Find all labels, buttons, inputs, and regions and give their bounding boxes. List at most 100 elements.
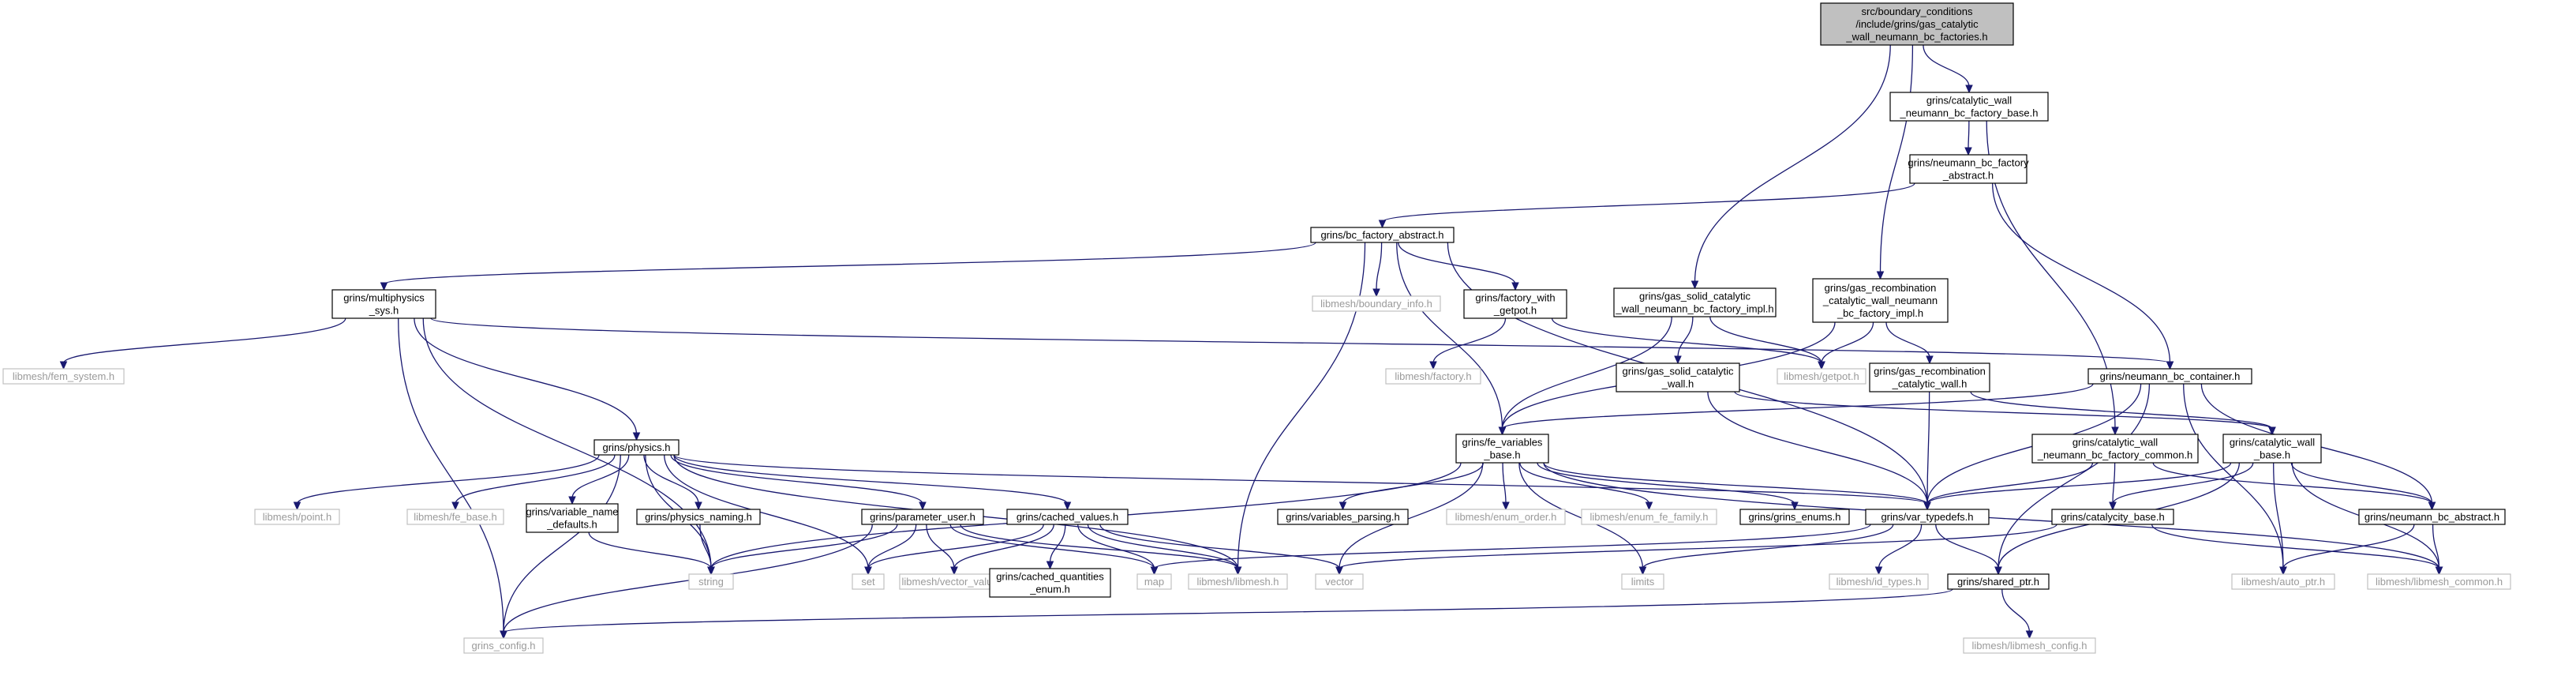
node-box-fevb: [1455, 434, 1549, 464]
node-label-enum_fe_family: libmesh/enum_fe_family.h: [1589, 511, 1708, 523]
node-box-nbca: [2358, 509, 2506, 525]
arrowhead-var_typedefs-to-limits: [1638, 566, 1647, 576]
edge-param_user-to-vector_value: [926, 524, 955, 569]
arrowhead-nbca-to-libmesh_common: [2435, 566, 2443, 576]
edge-catalycity_base-to-libmesh_common: [2151, 524, 2440, 569]
edge-gscw_impl-to-getpot: [1709, 316, 1822, 364]
edge-cached_values-to-map: [1077, 524, 1155, 569]
node-gscw_impl[interactable]: grins/gas_solid_catalytic_wall_neumann_b…: [1613, 287, 1777, 317]
node-box-nbfa: [1909, 154, 2027, 184]
node-cwnbfb[interactable]: grins/catalytic_wall_neumann_bc_factory_…: [1889, 92, 2049, 122]
arrowhead-cwnbfb-to-cwnbfc: [2111, 426, 2119, 436]
arrowhead-grcw-to-cwb: [2268, 426, 2276, 436]
node-nbfa[interactable]: grins/neumann_bc_factory_abstract.h: [1908, 154, 2029, 184]
node-box-libmesh_common: [2367, 573, 2511, 590]
edge-cwb-to-var_typedefs: [1926, 462, 2232, 505]
node-param_user[interactable]: grins/parameter_user.h: [861, 509, 984, 525]
edge-fwg-to-lfactory: [1432, 317, 1507, 364]
edge-physics-to-var_typedefs: [673, 454, 1928, 505]
node-box-fwg: [1463, 289, 1567, 319]
node-bcfa[interactable]: grins/bc_factory_abstract.h: [1310, 227, 1455, 243]
node-cached_values[interactable]: grins/cached_values.h: [1006, 509, 1129, 525]
node-label-lfactory: libmesh/factory.h: [1395, 370, 1471, 382]
node-label-libmesh_config: libmesh/libmesh_config.h: [1972, 640, 2087, 652]
node-libmesh: libmesh/libmesh.h: [1188, 573, 1288, 590]
node-lfactory: libmesh/factory.h: [1385, 368, 1481, 385]
node-vnd[interactable]: grins/variable_name_defaults.h: [526, 503, 619, 533]
edge-param_user-to-grins_config: [503, 524, 873, 633]
node-fem_system: libmesh/fem_system.h: [2, 368, 125, 385]
node-fevb[interactable]: grins/fe_variables_base.h: [1455, 434, 1549, 464]
node-label-gscw: _wall.h: [1661, 377, 1694, 389]
node-label-grcw: _catalytic_wall.h: [1892, 377, 1968, 389]
node-shared_ptr[interactable]: grins/shared_ptr.h: [1947, 573, 2050, 590]
node-label-libmesh_common: libmesh/libmesh_common.h: [2376, 576, 2503, 588]
edge-physics-to-grins_config: [503, 454, 621, 633]
arrowhead-catalycity_base-to-vector: [1335, 566, 1343, 576]
edge-gscw-to-cwb: [1734, 391, 2273, 430]
edge-fevb-to-libmesh_common: [1543, 462, 2440, 569]
node-physics[interactable]: grins/physics.h: [593, 439, 680, 456]
node-label-param_user: grins/parameter_user.h: [870, 511, 975, 523]
edge-fwg-to-getpot: [1551, 317, 1822, 364]
node-box-string: [688, 573, 734, 590]
arrowhead-root-to-grcw_impl: [1876, 271, 1885, 280]
edge-multiphys-to-physics: [414, 317, 638, 435]
node-label-nbca: grins/neumann_bc_abstract.h: [2364, 511, 2499, 523]
node-root[interactable]: src/boundary_conditions/include/grins/ga…: [1820, 2, 2014, 46]
edge-cwnbfc-to-catalycity_base: [2112, 462, 2116, 505]
node-label-shared_ptr: grins/shared_ptr.h: [1957, 576, 2039, 588]
node-var_typedefs[interactable]: grins/var_typedefs.h: [1865, 509, 1990, 525]
node-label-grcw_impl: _catalytic_wall_neumann: [1822, 295, 1938, 306]
edge-var_typedefs-to-id_types: [1878, 524, 1923, 569]
arrowhead-multiphys-to-physics: [632, 432, 641, 441]
node-label-gscw_impl: grins/gas_solid_catalytic: [1639, 290, 1750, 302]
node-box-libmesh_config: [1963, 637, 2096, 654]
node-label-fevb: _base.h: [1483, 449, 1520, 460]
node-label-vnd: grins/variable_name: [526, 505, 618, 517]
node-gscw[interactable]: grins/gas_solid_catalytic_wall.h: [1616, 362, 1740, 392]
node-phys_naming[interactable]: grins/physics_naming.h: [636, 509, 761, 525]
node-label-set: set: [861, 576, 875, 588]
node-label-fem_system: libmesh/fem_system.h: [13, 370, 114, 382]
node-catalycity_base[interactable]: grins/catalycity_base.h: [2051, 509, 2174, 525]
node-label-cqe: grins/cached_quantities: [996, 570, 1104, 582]
node-box-libmesh: [1188, 573, 1288, 590]
edge-physics-to-phys_naming: [643, 454, 699, 505]
node-label-cwnbfc: grins/catalytic_wall: [2072, 436, 2158, 448]
node-cwnbfc[interactable]: grins/catalytic_wall_neumann_bc_factory_…: [2031, 434, 2199, 464]
node-label-cwb: _base.h: [2253, 449, 2290, 460]
node-box-cwnbfb: [1889, 92, 2049, 122]
node-var_parsing[interactable]: grins/variables_parsing.h: [1277, 509, 1409, 525]
node-cwb[interactable]: grins/catalytic_wall_base.h: [2222, 434, 2322, 464]
node-grcw_impl[interactable]: grins/gas_recombination_catalytic_wall_n…: [1812, 278, 1949, 323]
node-label-cwnbfb: grins/catalytic_wall: [1926, 94, 2012, 106]
arrowhead-grcw_impl-to-grcw: [1926, 355, 1934, 365]
arrowhead-nbfa-to-bcfa: [1378, 220, 1387, 229]
node-nbca[interactable]: grins/neumann_bc_abstract.h: [2358, 509, 2506, 525]
node-box-enum_order: [1446, 509, 1566, 525]
node-point: libmesh/point.h: [254, 509, 340, 525]
node-limits: limits: [1621, 573, 1664, 590]
node-label-limits: limits: [1631, 576, 1655, 588]
node-multiphys[interactable]: grins/multiphysics_sys.h: [331, 289, 436, 319]
node-fwg[interactable]: grins/factory_with_getpot.h: [1463, 289, 1567, 319]
node-box-cached_values: [1006, 509, 1129, 525]
node-grcw[interactable]: grins/gas_recombination_catalytic_wall.h: [1869, 362, 1990, 392]
node-label-map: map: [1144, 576, 1164, 588]
node-label-var_typedefs: grins/var_typedefs.h: [1881, 511, 1973, 523]
node-grins_enums[interactable]: grins/grins_enums.h: [1739, 509, 1850, 525]
arrowhead-physics-to-cached_values: [1063, 501, 1072, 511]
node-cqe[interactable]: grins/cached_quantities_enum.h: [989, 568, 1111, 598]
node-label-vector: vector: [1325, 576, 1354, 588]
node-box-grins_enums: [1739, 509, 1850, 525]
node-auto_ptr: libmesh/auto_ptr.h: [2231, 573, 2335, 590]
edge-cached_values-to-vector_value: [953, 524, 1054, 569]
arrowhead-multiphys-to-nbcc: [2166, 361, 2174, 370]
node-label-grins_config: grins_config.h: [472, 640, 536, 652]
edge-physics-to-set: [664, 454, 869, 569]
edge-multiphys-to-nbcc: [430, 317, 2171, 364]
nodes-layer: src/boundary_conditions/include/grins/ga…: [2, 2, 2511, 654]
edge-cached_values-to-cqe: [1049, 524, 1066, 564]
node-nbcc[interactable]: grins/neumann_bc_container.h: [2087, 368, 2252, 385]
